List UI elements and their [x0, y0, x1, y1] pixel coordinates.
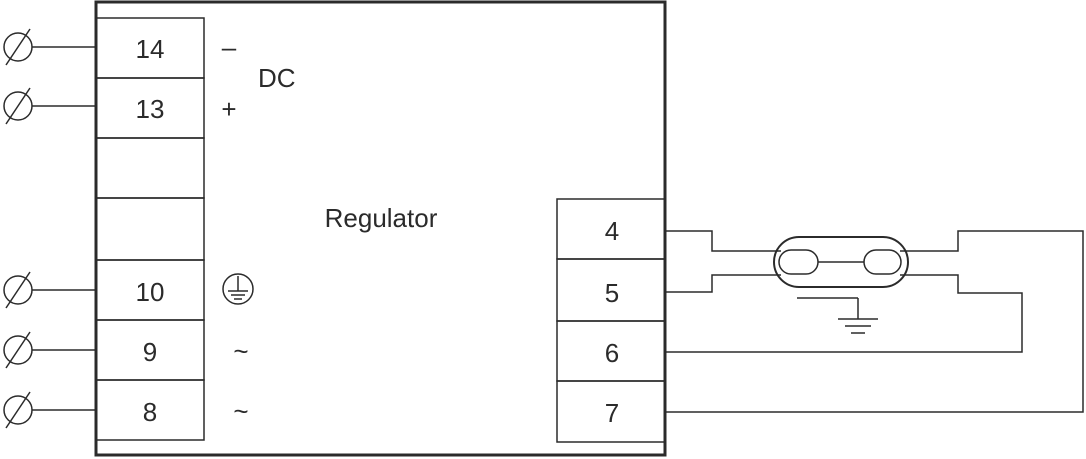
terminal-number-13: 13 — [136, 94, 165, 124]
terminal-block-empty-2 — [95, 197, 205, 261]
terminal-screw-icon — [3, 28, 96, 66]
terminal-screw-icon — [3, 331, 96, 369]
screw-terminals — [3, 28, 96, 429]
capsule-sensor-icon — [773, 236, 909, 288]
left-terminal-strip: 14 13 10 9 8 — [95, 17, 205, 441]
terminal-number-10: 10 — [136, 277, 165, 307]
terminal-number-4: 4 — [605, 216, 619, 246]
terminal-number-8: 8 — [143, 397, 157, 427]
dc-label: DC — [258, 63, 296, 93]
wire-terminal-4 — [665, 230, 781, 252]
terminal-screw-icon — [3, 391, 96, 429]
protective-earth-icon — [222, 273, 254, 305]
terminal-number-7: 7 — [605, 398, 619, 428]
regulator-title: Regulator — [325, 203, 438, 233]
terminal-number-14: 14 — [136, 34, 165, 64]
terminal-screw-icon — [3, 87, 96, 125]
plus-symbol: + — [221, 94, 236, 124]
terminal-block-empty-1 — [95, 137, 205, 199]
wire-terminal-5 — [665, 274, 781, 293]
ac-symbol-9: ~ — [233, 336, 248, 366]
terminal-screw-icon — [3, 271, 96, 309]
terminal-number-9: 9 — [143, 337, 157, 367]
wire-terminal-6 — [665, 274, 1023, 353]
terminal-number-6: 6 — [605, 338, 619, 368]
wire-terminal-7 — [665, 230, 1084, 413]
ground-icon — [797, 297, 878, 334]
ac-symbol-8: ~ — [233, 396, 248, 426]
terminal-number-5: 5 — [605, 278, 619, 308]
sensor-wiring — [665, 230, 1084, 413]
right-terminal-strip: 4 5 6 7 — [556, 198, 666, 443]
minus-symbol: – — [222, 32, 237, 62]
